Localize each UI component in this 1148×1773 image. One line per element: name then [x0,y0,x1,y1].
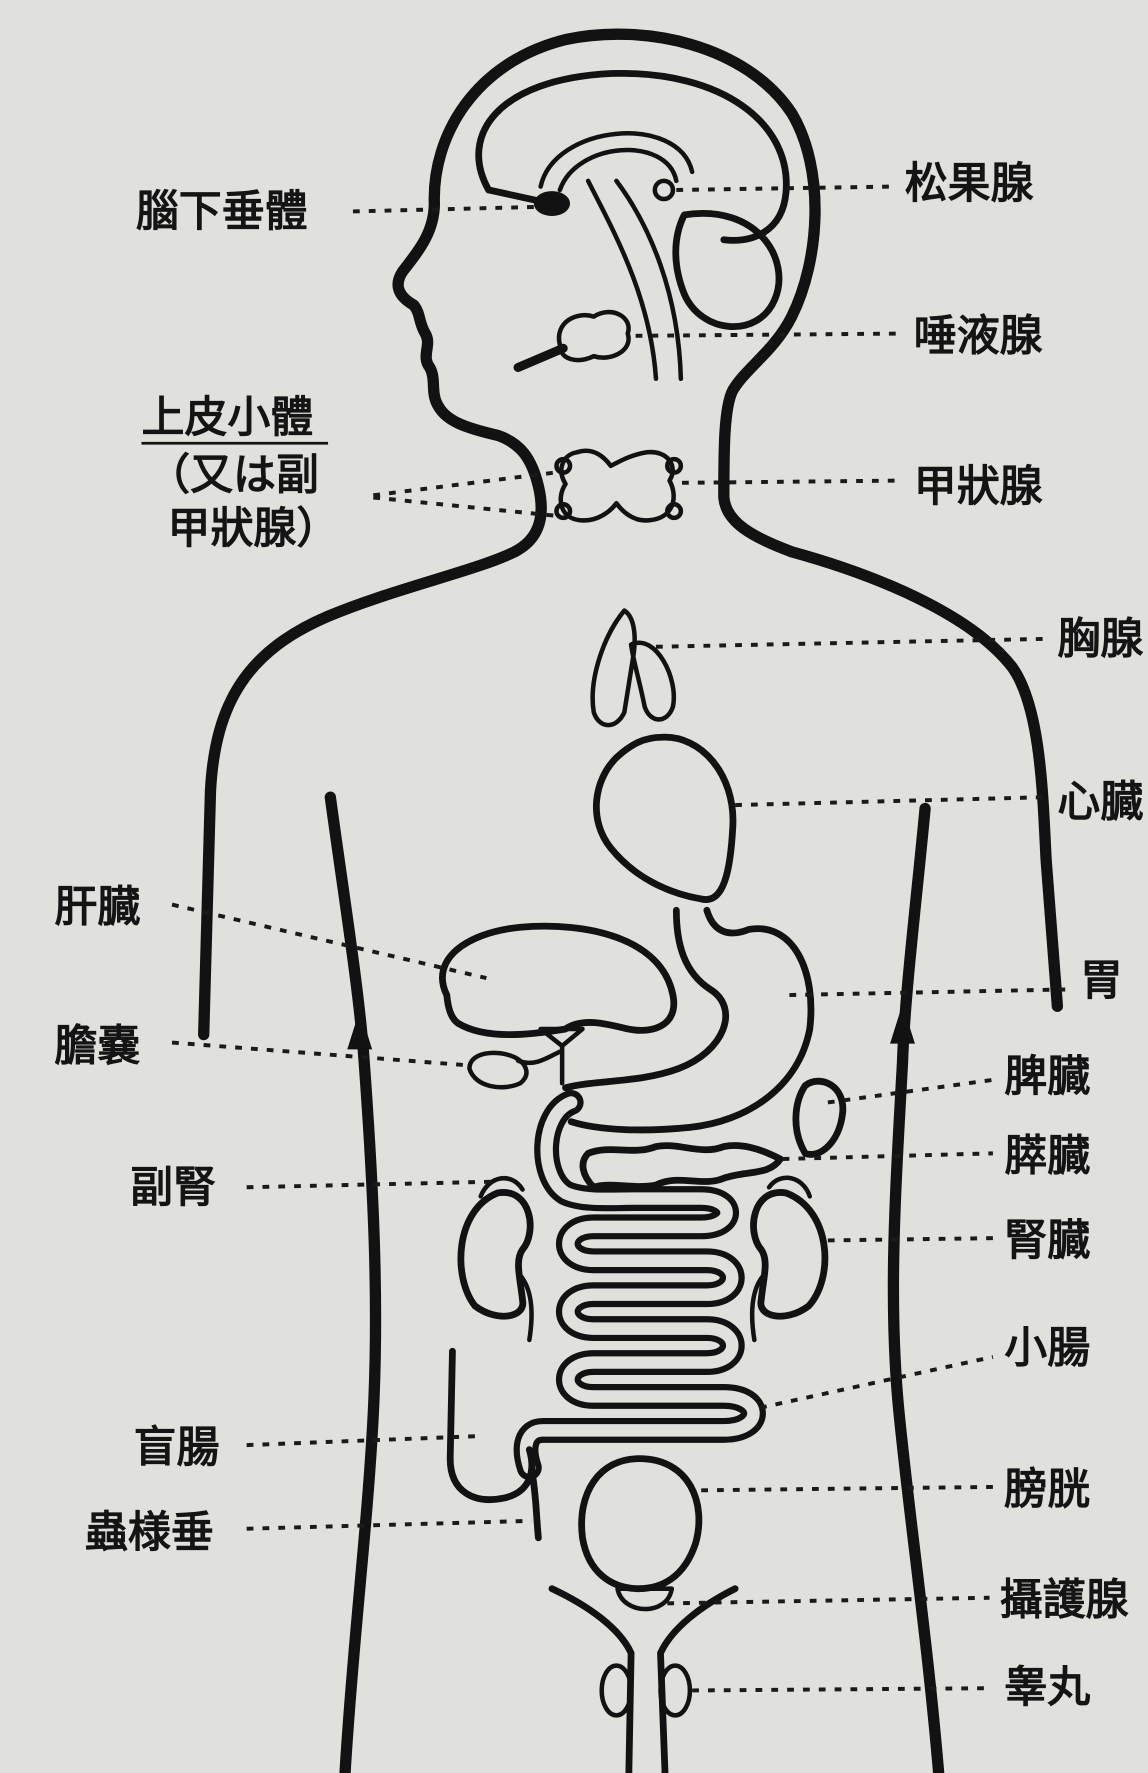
label-prostate: 攝護腺 [1000,1576,1129,1626]
label-thymus: 胸腺 [1057,615,1143,665]
label-kidney: 腎臓 [1004,1216,1090,1266]
pituitary-gland [534,191,570,216]
label-salivary: 唾液腺 [914,312,1043,362]
label-pancreas: 膵臓 [1004,1131,1090,1181]
label-stomach: 胃 [1080,956,1123,1006]
label-pituitary: 腦下垂體 [136,187,308,237]
label-parathyroid: 上皮小體 [141,393,313,443]
label-cecum: 盲腸 [134,1423,220,1473]
label-parathyroid-note-2: 甲狀腺） [167,504,339,554]
label-heart: 心臓 [1057,777,1143,827]
label-pineal: 松果腺 [905,159,1034,209]
label-thyroid: 甲狀腺 [914,462,1043,512]
label-bladder: 膀胱 [1003,1465,1090,1515]
label-appendix: 蟲様垂 [85,1508,214,1558]
label-small-intestine: 小腸 [1004,1324,1090,1374]
label-gallbladder: 膽嚢 [54,1022,140,1072]
label-adrenal: 副腎 [130,1163,216,1213]
label-spleen: 脾臓 [1004,1052,1090,1102]
label-parathyroid-note-1: （又は副 [147,451,319,501]
label-testis: 睾丸 [1004,1663,1090,1713]
label-liver: 肝臓 [54,883,140,933]
